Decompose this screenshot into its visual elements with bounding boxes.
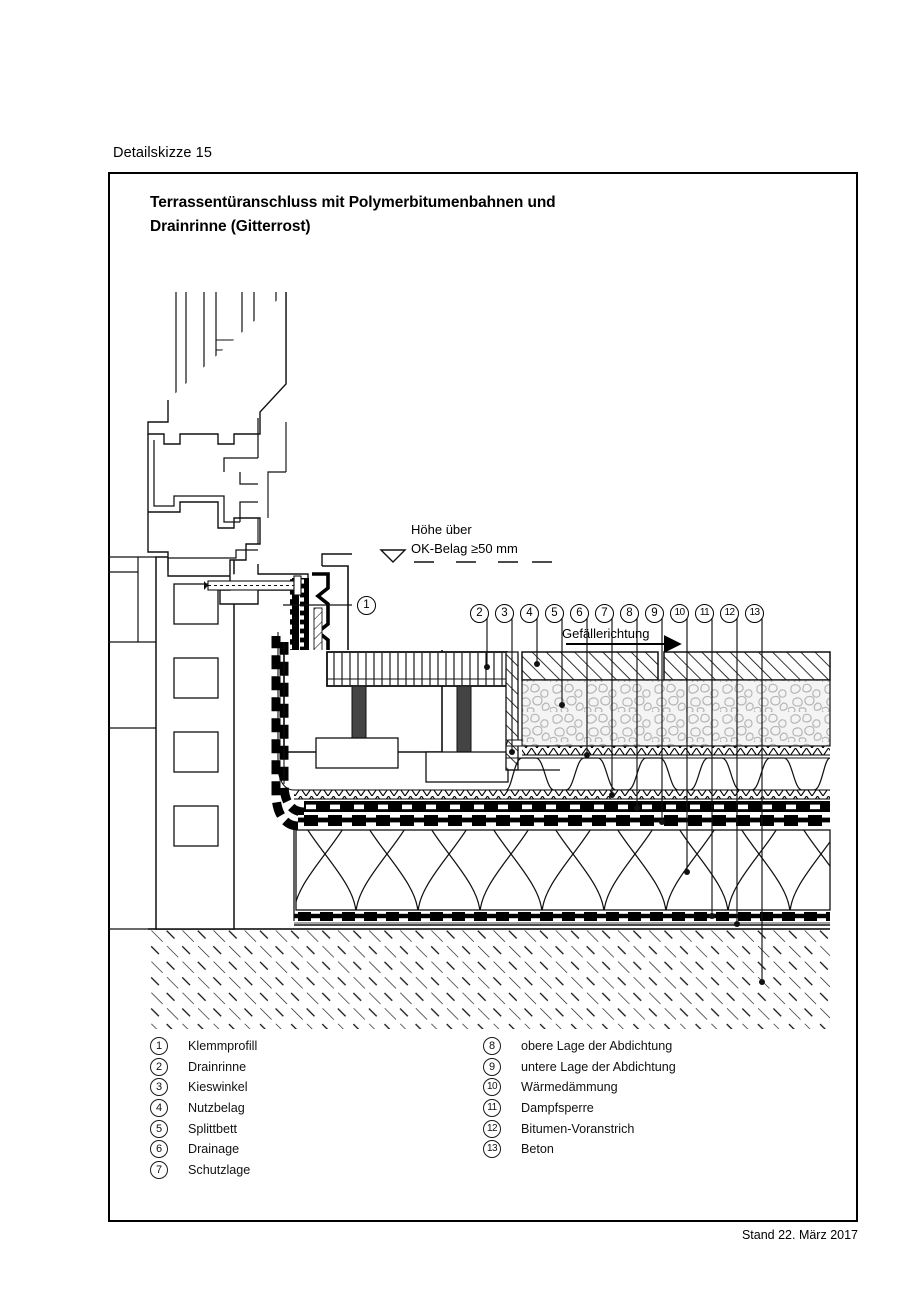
legend-number-9: 9 (483, 1057, 501, 1076)
legend-number-12: 12 (483, 1119, 501, 1138)
legend-number-2: 2 (150, 1057, 168, 1076)
legend-item-3: 3 Kieswinkel (150, 1077, 257, 1098)
vapour-barrier (294, 912, 830, 921)
legend-label-7: Schutzlage (188, 1162, 251, 1177)
legend-number-8: 8 (483, 1037, 501, 1056)
legend-number-11: 11 (483, 1099, 501, 1118)
legend-number-13: 13 (483, 1140, 501, 1159)
callout-10: 10 (670, 604, 689, 623)
buildup-wall-closure (283, 642, 295, 921)
legend-number-1: 1 (150, 1037, 168, 1056)
legend-label-11: Dampfsperre (521, 1101, 594, 1116)
legend: 1 Klemmprofill 2 Drainrinne 3 Kieswinkel 4 Nutz… (150, 1036, 830, 1186)
legend-label-4: Nutzbelag (188, 1101, 245, 1116)
legend-label-6: Drainage (188, 1142, 240, 1157)
legend-label-12: Bitumen-Voranstrich (521, 1121, 635, 1136)
legend-item-5: 5 Splittbett (150, 1118, 257, 1139)
legend-item-11: 11 Dampfsperre (483, 1098, 676, 1119)
masonry-wall (108, 556, 235, 930)
drain-channel (283, 650, 509, 783)
legend-number-10: 10 (483, 1078, 501, 1097)
legend-item-4: 4 Nutzbelag (150, 1098, 257, 1119)
paving-layer (521, 651, 831, 681)
legend-label-10: Wärmedämmung (521, 1080, 618, 1095)
callout-6: 6 (570, 604, 589, 623)
bitumen-primer (294, 922, 830, 926)
legend-item-8: 8 obere Lage der Abdichtung (483, 1036, 676, 1057)
legend-number-6: 6 (150, 1140, 168, 1159)
legend-item-10: 10 Wärmedämmung (483, 1077, 676, 1098)
legend-number-7: 7 (150, 1160, 168, 1179)
callout-5: 5 (545, 604, 564, 623)
legend-number-5: 5 (150, 1119, 168, 1138)
callout-12: 12 (720, 604, 739, 623)
slope-direction-label: Gefällerichtung (562, 626, 650, 641)
detail-title-line-1: Terrassentüranschluss mit Polymerbitumen… (150, 194, 556, 211)
legend-label-3: Kieswinkel (188, 1080, 248, 1095)
legend-label-1: Klemmprofill (188, 1039, 258, 1054)
level-symbol (379, 549, 552, 563)
drainage-sheet (505, 757, 831, 791)
legend-label-8: obere Lage der Abdichtung (521, 1039, 673, 1054)
waterproofing-upper-layer (279, 642, 830, 817)
terrace-door-profile (147, 292, 309, 605)
thermal-insulation (295, 829, 831, 911)
callout-7: 7 (595, 604, 614, 623)
legend-column-right: 8 obere Lage der Abdichtung 9 untere Lage d… (483, 1036, 676, 1160)
callout-13: 13 (745, 604, 764, 623)
legend-item-13: 13 Beton (483, 1139, 676, 1160)
callout-8: 8 (620, 604, 639, 623)
construction-detail-drawing (108, 292, 831, 1029)
leader-lines (283, 604, 763, 982)
callout-11: 11 (695, 604, 714, 623)
height-annotation-line-2: OK-Belag ≥50 mm (411, 540, 518, 556)
grating (326, 651, 508, 687)
height-annotation: Höhe über OK-Belag ≥50 mm (411, 521, 518, 559)
legend-number-4: 4 (150, 1099, 168, 1118)
leader-dots (484, 661, 765, 985)
legend-item-7: 7 Schutzlage (150, 1160, 257, 1181)
callout-9: 9 (645, 604, 664, 623)
legend-item-9: 9 untere Lage der Abdichtung (483, 1057, 676, 1078)
legend-number-3: 3 (150, 1078, 168, 1097)
legend-item-12: 12 Bitumen-Voranstrich (483, 1118, 676, 1139)
legend-label-13: Beton (521, 1142, 554, 1157)
legend-column-left: 1 Klemmprofill 2 Drainrinne 3 Kieswinkel 4 Nutz… (150, 1036, 257, 1180)
detail-title: Terrassentüranschluss mit Polymerbitumen… (150, 191, 750, 239)
legend-label-5: Splittbett (188, 1121, 238, 1136)
grating-supports (315, 685, 509, 783)
chippings-bed (521, 679, 831, 747)
callout-2: 2 (470, 604, 489, 623)
callout-1: 1 (357, 596, 376, 615)
waterproofing-lower-layer (271, 636, 830, 831)
concrete-slab-region (148, 928, 830, 1029)
fixing-screw (204, 575, 302, 596)
height-annotation-line-1: Höhe über (411, 522, 472, 537)
callout-3: 3 (495, 604, 514, 623)
legend-label-2: Drainrinne (188, 1059, 247, 1074)
legend-item-1: 1 Klemmprofill (150, 1036, 257, 1057)
sheet-caption: Detailskizze 15 (113, 145, 213, 161)
detail-title-line-2: Drainrinne (Gitterrost) (150, 218, 311, 236)
callout-4: 4 (520, 604, 539, 623)
legend-item-6: 6 Drainage (150, 1139, 257, 1160)
legend-label-9: untere Lage der Abdichtung (521, 1059, 676, 1074)
sheet-footer-date: Stand 22. März 2017 (741, 1228, 858, 1242)
protection-layer-upper (505, 739, 830, 756)
legend-item-2: 2 Drainrinne (150, 1057, 257, 1078)
